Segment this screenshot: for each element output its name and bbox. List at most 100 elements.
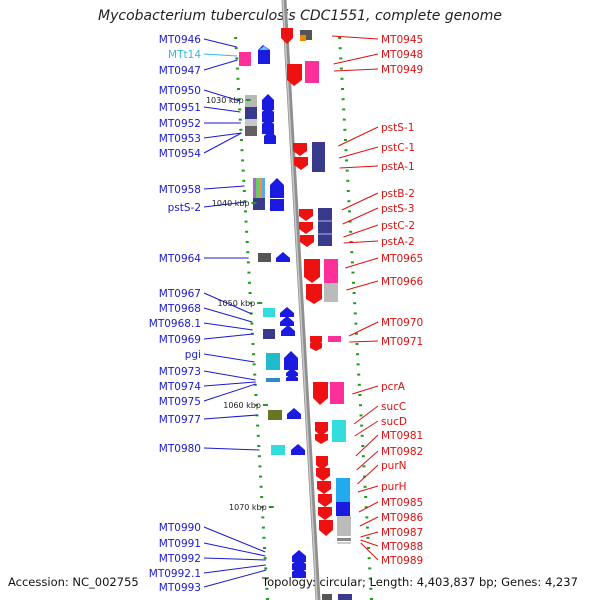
gene-label-right[interactable]: pstS-3 (381, 203, 414, 215)
gene-pgi-arrow[interactable] (284, 351, 298, 370)
gene-label-right[interactable]: MT0948 (381, 49, 423, 61)
gene-sucd-b[interactable] (332, 420, 346, 442)
gene-mt0969[interactable] (263, 329, 275, 339)
gene-mt0952[interactable] (245, 126, 257, 136)
gene-mt0980-arrow[interactable] (291, 444, 305, 455)
gene-pgi[interactable] (266, 353, 280, 370)
gene-label-left[interactable]: pstS-2 (168, 202, 201, 214)
gene-mt0966[interactable] (324, 283, 338, 302)
gene-label-right[interactable]: pstA-1 (381, 161, 415, 173)
gene-mt0965[interactable] (304, 259, 320, 283)
gene-psts-3[interactable] (299, 222, 313, 234)
gene-mt0966-arrow[interactable] (306, 284, 322, 304)
gene-label-left[interactable]: MT0967 (159, 288, 201, 300)
gene-label-right[interactable]: MT0949 (381, 64, 423, 76)
gene-label-right[interactable]: MT0971 (381, 336, 423, 348)
gene-mt0969-arrow[interactable] (281, 325, 295, 336)
gene-label-right[interactable]: MT0989 (381, 555, 423, 567)
gene-mt0975[interactable] (286, 373, 298, 381)
gene-mt0968-1[interactable] (280, 316, 294, 326)
gene-mt0991[interactable] (292, 558, 306, 570)
gene-label-right[interactable]: MT0988 (381, 541, 423, 553)
gene-label-right[interactable]: pstS-1 (381, 122, 414, 134)
gene-label-right[interactable]: sucD (381, 416, 407, 428)
gene-mt0958-a[interactable] (253, 178, 256, 198)
gene-mt0985[interactable] (318, 507, 332, 520)
gene-mt0985-b[interactable] (336, 502, 350, 516)
gene-label-left[interactable]: MT0964 (159, 253, 202, 265)
gene-label-left[interactable]: MT0958 (159, 184, 201, 196)
gene-mt0945-c[interactable] (300, 35, 306, 41)
gene-mt0958-b[interactable] (256, 178, 259, 198)
gene-mt0988[interactable] (337, 538, 351, 541)
gene-label-left[interactable]: MT0977 (159, 414, 201, 426)
gene-mt0964[interactable] (258, 253, 271, 262)
gene-mt0958-c[interactable] (259, 178, 262, 198)
gene-mt0958-d[interactable] (262, 178, 265, 198)
gene-label-left[interactable]: MT0952 (159, 118, 201, 130)
gene-pcra-b[interactable] (330, 382, 344, 404)
gene-mt0954b[interactable] (264, 131, 276, 144)
gene-label-left[interactable]: MT0974 (159, 381, 202, 393)
gene-label-right[interactable]: pstC-2 (381, 220, 415, 232)
gene-label-left[interactable]: MT0954 (159, 148, 202, 160)
gene-label-right[interactable]: MT0966 (381, 276, 424, 288)
gene-label-left[interactable]: MTt14 (168, 49, 201, 61)
gene-mt0964-arrow[interactable] (276, 252, 290, 262)
gene-label-right[interactable]: MT0970 (381, 317, 423, 329)
gene-mt0954[interactable] (262, 118, 274, 134)
gene-mt0946[interactable] (239, 52, 251, 66)
gene-mt0980[interactable] (271, 445, 285, 455)
gene-label-left[interactable]: MT0947 (159, 65, 201, 77)
gene-label-left[interactable]: MT0951 (159, 102, 201, 114)
gene-label-left[interactable]: MT0992.1 (149, 568, 201, 580)
gene-psta-2[interactable] (318, 208, 332, 246)
gene-mt0990[interactable] (292, 550, 306, 562)
gene-mt0952-bg[interactable] (245, 119, 257, 129)
gene-purn[interactable] (317, 481, 331, 494)
gene-pstc-1[interactable] (294, 157, 308, 170)
gene-psts-2[interactable] (253, 198, 265, 210)
gene-pcra[interactable] (313, 382, 328, 405)
gene-label-right[interactable]: pstB-2 (381, 188, 415, 200)
gene-mt0958-arrow[interactable] (270, 178, 284, 198)
gene-pstb-2[interactable] (299, 209, 313, 221)
gene-label-right[interactable]: MT0986 (381, 512, 424, 524)
gene-bottom-b[interactable] (338, 594, 352, 600)
gene-psts-1[interactable] (293, 143, 307, 156)
gene-label-left[interactable]: MT0980 (159, 443, 201, 455)
gene-succ[interactable] (315, 422, 328, 436)
gene-mt0981[interactable] (316, 456, 328, 470)
gene-mt0953b[interactable] (262, 106, 274, 122)
gene-purh-b[interactable] (336, 478, 350, 502)
gene-mt0974[interactable] (286, 368, 298, 376)
gene-mt0949[interactable] (305, 61, 319, 83)
gene-label-right[interactable]: MT0987 (381, 527, 423, 539)
gene-label-left[interactable]: MT0953 (159, 133, 201, 145)
gene-mt0987[interactable] (337, 516, 351, 536)
gene-mt0970-b[interactable] (328, 336, 341, 342)
gene-mt0986[interactable] (319, 520, 333, 536)
gene-label-left[interactable]: MT0968 (159, 303, 201, 315)
gene-psta-1[interactable] (312, 142, 325, 172)
gene-label-left[interactable]: MT0991 (159, 538, 201, 550)
gene-label-left[interactable]: MT0993 (159, 582, 201, 594)
gene-psts-2-arrow[interactable] (270, 199, 284, 211)
gene-sucd[interactable] (315, 434, 328, 444)
gene-label-right[interactable]: pcrA (381, 381, 406, 393)
gene-mt0993[interactable] (292, 566, 306, 578)
gene-mt0977-arrow[interactable] (287, 408, 301, 419)
gene-label-left[interactable]: pgi (185, 349, 201, 361)
gene-label-right[interactable]: MT0981 (381, 430, 423, 442)
gene-mt0951[interactable] (245, 107, 257, 119)
gene-label-left[interactable]: MT0992 (159, 553, 201, 565)
gene-mt0950[interactable] (245, 95, 257, 107)
gene-mt0977[interactable] (268, 410, 282, 420)
gene-label-left[interactable]: MT0990 (159, 522, 201, 534)
gene-label-right[interactable]: pstA-2 (381, 236, 415, 248)
gene-mt0982[interactable] (316, 468, 330, 481)
gene-label-right[interactable]: pstC-1 (381, 142, 415, 154)
gene-label-left[interactable]: MT0975 (159, 396, 201, 408)
gene-mt0973[interactable] (266, 378, 280, 382)
gene-mt0967[interactable] (263, 308, 275, 317)
